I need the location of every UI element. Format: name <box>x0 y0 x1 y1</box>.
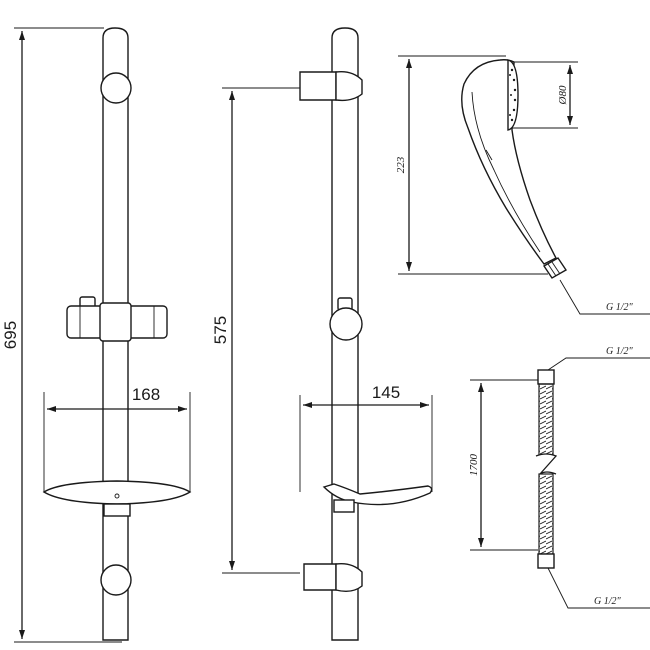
dim-rail-height: 695 <box>1 27 122 643</box>
side-view: 575 145 <box>211 27 433 641</box>
projection-label: 145 <box>372 383 400 402</box>
hose-bottom-nut <box>537 553 555 569</box>
rail-height-label: 695 <box>1 321 20 349</box>
slider-clamp <box>66 296 168 342</box>
dim-dish-width: 168 <box>43 385 191 492</box>
dim-projection: 145 <box>299 383 433 492</box>
hose-top-nut <box>537 369 555 385</box>
dim-handshower-diameter: Ø80 <box>508 61 578 129</box>
side-bottom-bracket <box>303 562 363 593</box>
handshower-length-label: 223 <box>395 156 407 173</box>
dish-width-label: 168 <box>132 385 160 404</box>
soap-dish-side <box>322 483 433 513</box>
hose-top-thread-label: G 1/2" <box>606 346 634 357</box>
hose-top-thread-callout: G 1/2" <box>547 346 650 371</box>
handshower-thread-label: G 1/2" <box>606 302 634 313</box>
handshower-diameter-label: Ø80 <box>557 85 569 105</box>
side-top-bracket <box>299 70 363 102</box>
soap-dish-front <box>42 480 192 517</box>
side-slider <box>329 297 363 341</box>
top-wall-bracket <box>100 72 132 104</box>
handshower-body <box>461 59 567 279</box>
hose-bottom-thread-callout: G 1/2" <box>547 567 650 609</box>
hose-body <box>535 369 558 569</box>
dim-handshower-length: 223 <box>395 55 548 275</box>
bottom-wall-bracket <box>100 564 132 596</box>
fixing-distance-label: 575 <box>211 316 230 344</box>
hose-bottom-thread-label: G 1/2" <box>594 596 622 607</box>
front-view: 695 168 <box>1 27 192 643</box>
hose-length-label: 1700 <box>468 454 480 477</box>
dim-fixing-distance: 575 <box>211 87 300 574</box>
handshower-view: 223 Ø80 <box>395 55 650 315</box>
dim-hose-length: 1700 <box>468 379 538 551</box>
handshower-thread-callout: G 1/2" <box>559 279 650 315</box>
hose-view: 1700 G 1/2" G 1/2" <box>468 346 650 609</box>
spray-nozzles <box>509 68 517 122</box>
